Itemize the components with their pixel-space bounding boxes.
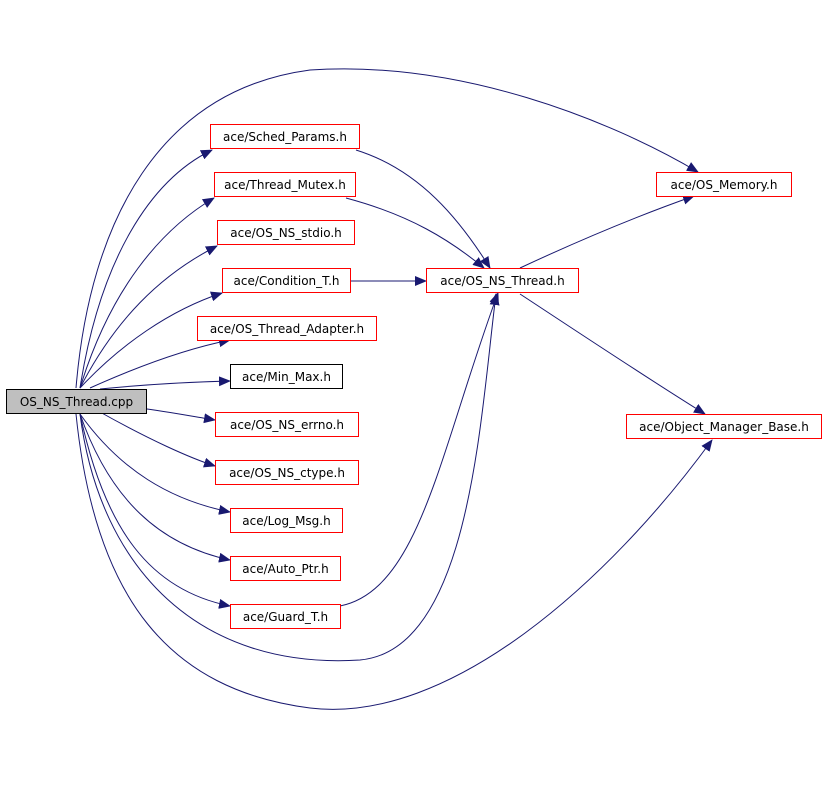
edge-root-os-ns-thread: [79, 293, 500, 662]
node-guard-t[interactable]: ace/Guard_T.h: [230, 604, 341, 629]
node-os-ns-errno[interactable]: ace/OS_NS_errno.h: [215, 412, 359, 437]
node-label: ace/OS_NS_stdio.h: [230, 225, 342, 240]
node-label: ace/Condition_T.h: [233, 273, 340, 288]
node-label: ace/Object_Manager_Base.h: [639, 419, 809, 434]
edge-root-auto-ptr: [79, 413, 231, 563]
node-auto-ptr[interactable]: ace/Auto_Ptr.h: [230, 556, 341, 581]
node-log-msg[interactable]: ace/Log_Msg.h: [230, 508, 343, 533]
edge-root-log-msg: [79, 413, 231, 515]
edge-os-ns-thread-object-manager-base: [519, 293, 706, 415]
edge-root-os-ns-errno: [139, 407, 216, 424]
edge-root-os-ns-ctype: [99, 411, 216, 468]
node-thread-mutex[interactable]: ace/Thread_Mutex.h: [214, 172, 356, 197]
node-label: ace/OS_Memory.h: [670, 177, 778, 192]
node-os-ns-thread-cpp[interactable]: OS_NS_Thread.cpp: [6, 389, 147, 414]
edge-os-ns-thread-os-memory: [519, 194, 695, 269]
node-os-ns-thread-h[interactable]: ace/OS_NS_Thread.h: [426, 268, 579, 293]
node-os-thread-adapter[interactable]: ace/OS_Thread_Adapter.h: [197, 316, 377, 341]
node-label: ace/Sched_Params.h: [223, 129, 347, 144]
edge-root-object-manager-base: [75, 413, 713, 710]
edge-root-guard-t: [79, 413, 231, 609]
node-object-manager-base[interactable]: ace/Object_Manager_Base.h: [626, 414, 822, 439]
node-condition-t[interactable]: ace/Condition_T.h: [222, 268, 351, 293]
edge-root-os-ns-stdio: [79, 245, 218, 389]
node-min-max[interactable]: ace/Min_Max.h: [230, 364, 343, 389]
edge-guard-t-os-ns-thread: [339, 292, 499, 607]
node-label: OS_NS_Thread.cpp: [19, 394, 134, 409]
node-label: ace/Auto_Ptr.h: [242, 561, 329, 576]
edge-thread-mutex-os-ns-thread: [345, 197, 485, 269]
node-label: ace/Guard_T.h: [242, 609, 329, 624]
edge-root-sched-params: [79, 149, 213, 389]
node-os-ns-ctype[interactable]: ace/OS_NS_ctype.h: [215, 460, 359, 485]
node-label: ace/Log_Msg.h: [242, 513, 331, 528]
node-label: ace/OS_NS_Thread.h: [440, 273, 565, 288]
node-label: ace/OS_NS_errno.h: [229, 417, 345, 432]
node-os-ns-stdio[interactable]: ace/OS_NS_stdio.h: [217, 220, 355, 245]
edge-root-os-memory: [75, 68, 699, 389]
node-label: ace/Min_Max.h: [242, 369, 331, 384]
edge-root-condition-t: [79, 291, 223, 389]
node-label: ace/OS_Thread_Adapter.h: [209, 321, 365, 336]
edge-sched-params-os-ns-thread: [355, 149, 491, 269]
node-os-memory[interactable]: ace/OS_Memory.h: [656, 172, 792, 197]
node-label: ace/OS_NS_ctype.h: [229, 465, 345, 480]
edge-root-thread-mutex: [79, 197, 215, 389]
node-label: ace/Thread_Mutex.h: [224, 177, 346, 192]
edge-root-min-max: [99, 376, 231, 390]
node-sched-params[interactable]: ace/Sched_Params.h: [210, 124, 360, 149]
edge-root-os-thread-adapter: [89, 337, 231, 389]
